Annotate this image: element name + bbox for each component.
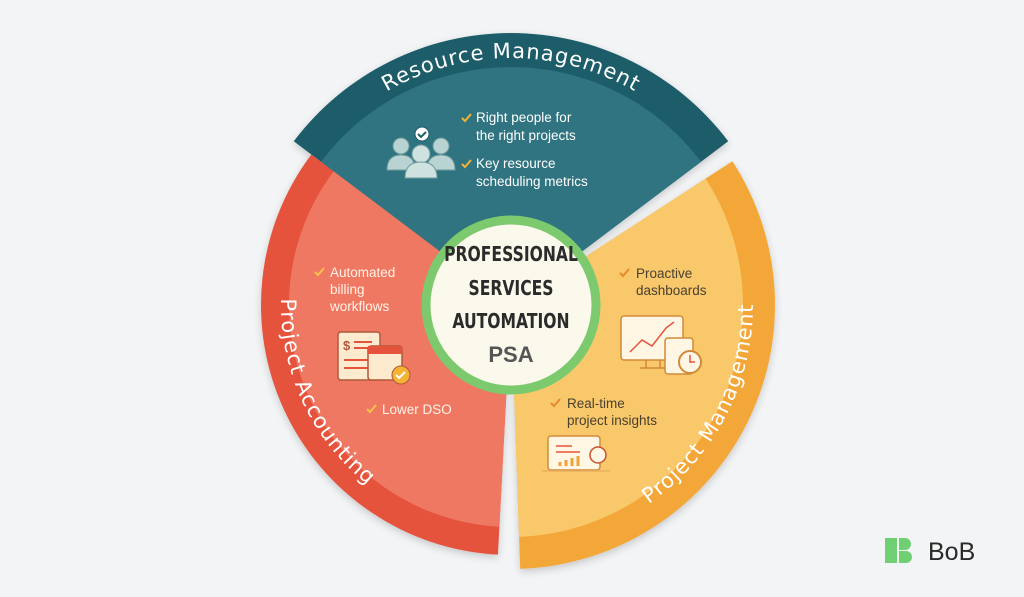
psa-center-circle: PROFESSIONAL SERVICES AUTOMATION PSA [421,215,601,395]
bullet-text: billing [330,282,365,297]
center-line-3: AUTOMATION [452,310,569,333]
bullet-text: project insights [567,413,657,428]
bullet-text: Right people for [476,110,572,125]
check-icon [550,398,561,408]
bullet-text: dashboards [636,283,707,298]
bullet-text: Key resource [476,156,556,171]
resource-management-inner-band [320,66,702,263]
bob-logo-text: BoB [928,538,975,566]
svg-text:$: $ [343,338,351,353]
bullet-text: Real-time [567,396,625,411]
bullet-text: Automated [330,265,395,280]
check-icon [461,113,472,123]
bullet-text: Proactive [636,266,692,281]
bullet-text: the right projects [476,128,576,143]
check-icon [366,404,377,414]
center-line-2: SERVICES [468,277,553,300]
center-line-1: PROFESSIONAL [444,243,578,266]
center-acronym: PSA [488,342,533,367]
bob-logo-icon [885,538,912,563]
check-icon [461,159,472,169]
bullet-text: scheduling metrics [476,174,588,189]
insights-report-icon [542,435,610,472]
bob-logo: BoB [885,538,975,566]
dashboard-monitor-icon [620,315,702,375]
check-icon [619,268,630,278]
bullet-text: Lower DSO [382,402,452,417]
team-people-icon [386,126,456,179]
check-icon [314,267,325,277]
invoice-calendar-icon: $ [337,331,411,385]
bullet-text: workflows [329,299,390,314]
